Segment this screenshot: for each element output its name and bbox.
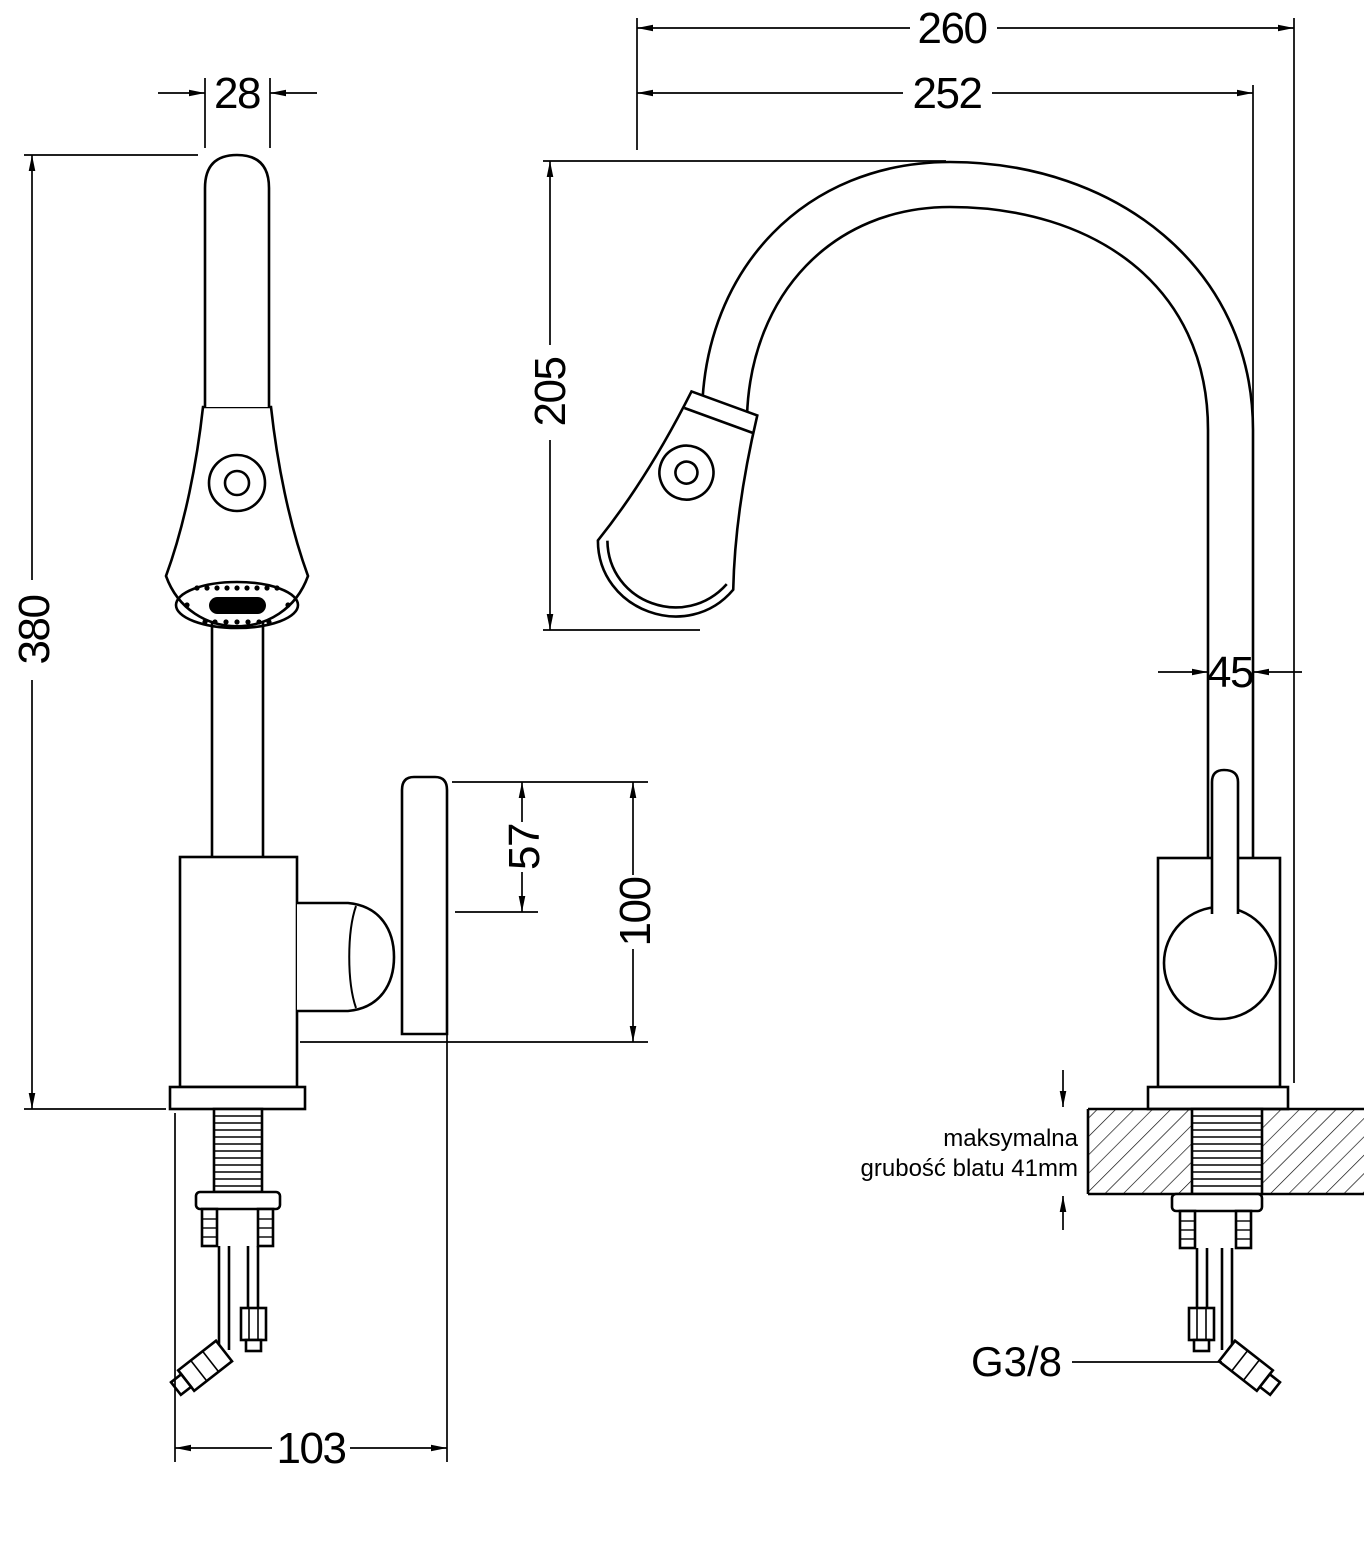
faucet-body-front [178, 855, 299, 1089]
angled-fitting-front [169, 1338, 234, 1397]
spray-head-front [164, 405, 310, 630]
dimension-380-label: 380 [10, 596, 59, 665]
spray-head-side [596, 389, 759, 618]
gooseneck-spout-side [700, 160, 1255, 858]
threaded-stud-side [1190, 1107, 1264, 1196]
lever-handle-front [400, 775, 449, 1036]
side-view [596, 160, 1364, 1397]
countertop-section [1086, 1107, 1364, 1196]
supply-hoses-side [1187, 1248, 1282, 1397]
dimension-57-label: 57 [500, 824, 549, 870]
dimension-103-label: 103 [277, 1424, 346, 1473]
side-dimensions [543, 18, 1302, 1363]
front-dimensions [24, 78, 648, 1462]
mounting-bracket-front [194, 1190, 282, 1248]
angled-fitting-side [1217, 1338, 1282, 1397]
aerator-slot [209, 597, 266, 614]
dimension-labels: 28 380 57 100 103 260 252 205 45 maksyma… [10, 4, 1254, 1473]
spray-button-inner [223, 469, 251, 497]
dimension-252-label: 252 [913, 69, 982, 118]
outlet-dome-front [297, 901, 396, 1013]
spray-button-outer [207, 453, 267, 513]
riser-tube-front [210, 600, 265, 858]
spray-button-side-inner [674, 460, 699, 485]
counter-note-line1: maksymalna [943, 1125, 1078, 1152]
base-plate-side [1146, 1085, 1290, 1111]
mounting-bracket-side [1170, 1192, 1264, 1250]
front-view [164, 153, 449, 1397]
aerator-ring [174, 580, 300, 630]
dimension-100-label: 100 [611, 878, 660, 947]
lever-handle-side [1210, 768, 1240, 914]
spray-button-side-outer [658, 444, 715, 501]
pivot-joint-side [1162, 905, 1278, 1021]
threaded-stud-front [212, 1107, 264, 1194]
thread-size-label: G3/8 [971, 1338, 1062, 1385]
spout-tube-front [203, 153, 271, 407]
dimension-45-label: 45 [1207, 648, 1253, 697]
dimension-28-label: 28 [214, 69, 260, 118]
supply-hoses-front [169, 1246, 268, 1397]
dimension-205-label: 205 [526, 358, 575, 427]
dimension-260-label: 260 [918, 4, 987, 53]
base-plate-front [168, 1085, 307, 1111]
counter-note-line2: grubość blatu 41mm [861, 1155, 1078, 1182]
aerator-dots [184, 585, 291, 625]
